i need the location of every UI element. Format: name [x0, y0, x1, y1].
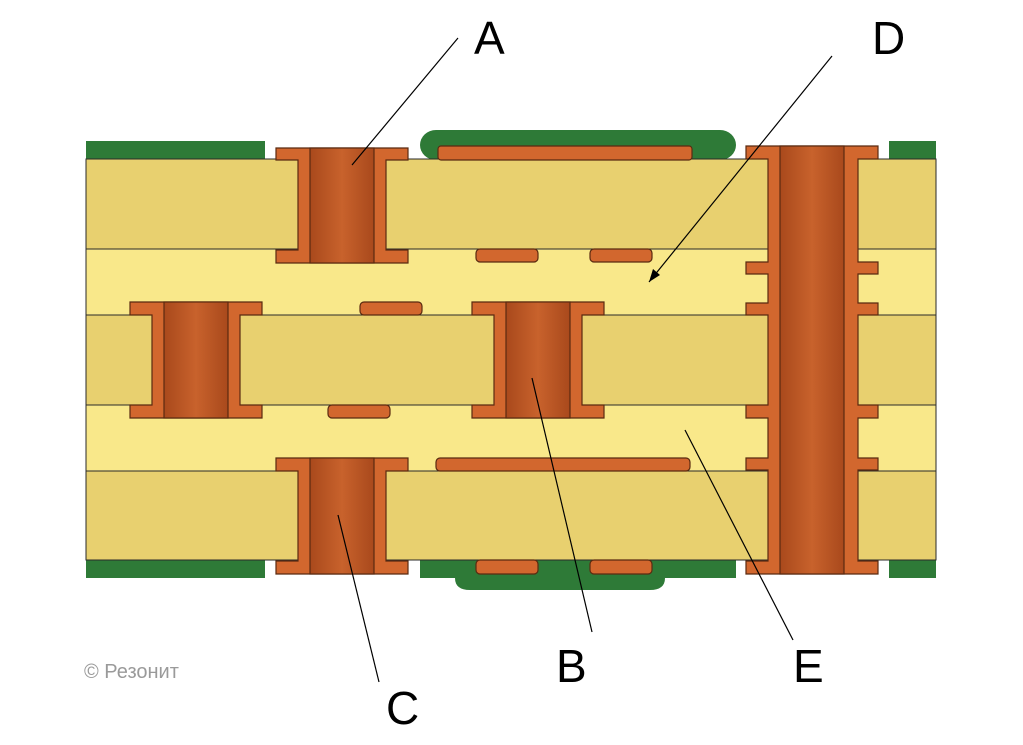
- top-copper: [437, 145, 693, 161]
- bottom-pad-2: [589, 559, 653, 575]
- via-b-barrel: [505, 301, 571, 419]
- mask-bottom-left: [86, 560, 265, 578]
- bottom-pad-1: [475, 559, 539, 575]
- mask-top-left: [86, 141, 265, 159]
- buried-via-center: [471, 301, 605, 419]
- leader-lines: [337, 37, 833, 683]
- callout-labels: A D B E C: [386, 12, 905, 734]
- via-c-barrel: [309, 457, 375, 575]
- inner-copper-pads: [327, 248, 691, 472]
- label-b: B: [556, 640, 587, 692]
- bottom-copper: [475, 559, 653, 575]
- buried-left-barrel: [163, 301, 229, 419]
- buried-via-left: [129, 301, 263, 419]
- through-via-barrel: [779, 145, 845, 575]
- leader-a: [351, 37, 459, 166]
- mask-bottom-right: [889, 560, 936, 578]
- mask-top-right: [889, 141, 936, 159]
- copyright-text: © Резонит: [84, 661, 179, 683]
- through-via: [745, 145, 879, 575]
- arrowhead-d: [649, 269, 660, 282]
- inner-pad-1: [475, 248, 539, 263]
- blind-via-top: [275, 147, 409, 264]
- leader-d: [648, 55, 833, 283]
- leader-b: [531, 377, 593, 633]
- top-pad-center: [437, 145, 693, 161]
- label-a: A: [474, 12, 505, 64]
- inner-pad-3: [359, 301, 423, 316]
- inner-pad-4: [327, 404, 391, 419]
- via-a-barrel: [309, 147, 375, 264]
- leader-c: [337, 514, 380, 683]
- label-c: C: [386, 682, 419, 734]
- label-e: E: [793, 640, 824, 692]
- leader-e: [684, 429, 794, 641]
- inner-pad-5: [435, 457, 691, 472]
- inner-pad-2: [589, 248, 653, 263]
- blind-via-bottom: [275, 457, 409, 575]
- label-d: D: [872, 12, 905, 64]
